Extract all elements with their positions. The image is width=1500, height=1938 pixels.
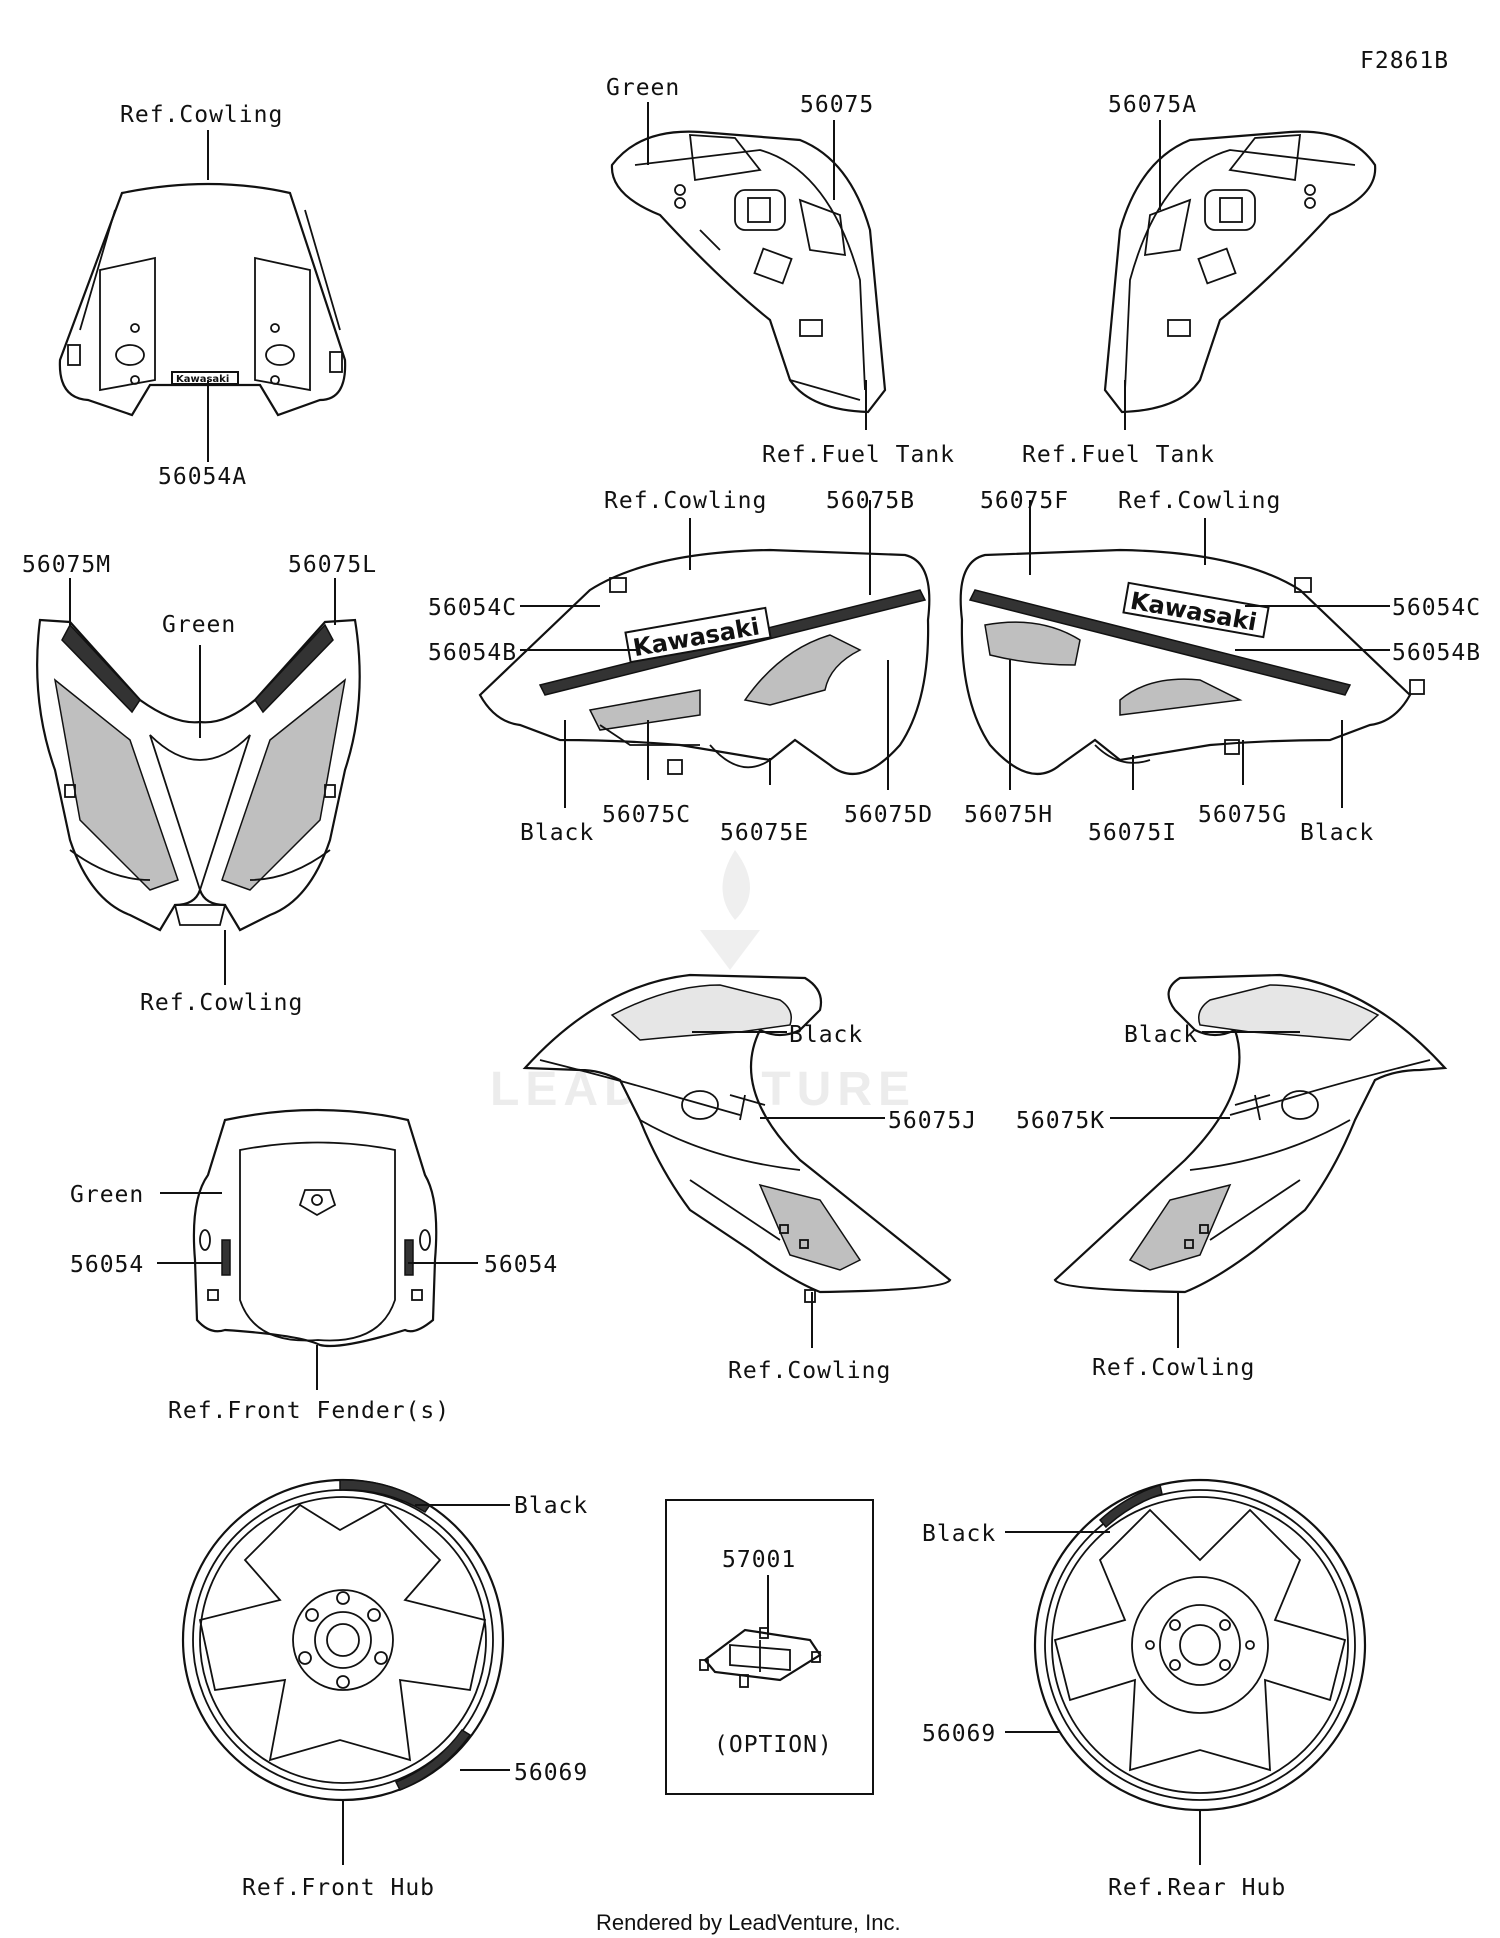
side-right-g-label: 56075G: [1198, 802, 1287, 828]
front-cowl-ref-label: Ref.Cowling: [140, 990, 303, 1016]
lower-left-part-label: 56075J: [888, 1108, 977, 1134]
front-cowl-part: [36, 618, 361, 932]
rear-wheel-color-label: Black: [922, 1521, 996, 1547]
side-right-h-label: 56075H: [964, 802, 1053, 828]
lower-left-color-label: Black: [789, 1022, 863, 1048]
fender-ref-label: Ref.Front Fender(s): [168, 1398, 450, 1424]
front-wheel-part: [181, 1478, 505, 1802]
rear-wheel-part-label: 56069: [922, 1721, 996, 1747]
rear-wheel-part: [1033, 1478, 1367, 1812]
windshield-logo: Kawasaki: [176, 374, 229, 385]
side-right-color-label: Black: [1300, 820, 1374, 846]
lower-right-color-label: Black: [1124, 1022, 1198, 1048]
side-cowl-left-part: Kawasaki: [478, 548, 931, 775]
tank-left-color-label: Green: [606, 75, 680, 101]
fuel-tank-left-part: [610, 130, 887, 414]
windshield-part: Kawasaki: [58, 182, 347, 417]
front-cowl-left-part-label: 56075M: [22, 552, 111, 578]
fender-color-label: Green: [70, 1182, 144, 1208]
figure-code: F2861B: [1360, 48, 1449, 74]
windshield-part-label: 56054A: [158, 464, 247, 490]
side-left-ref-label: Ref.Cowling: [604, 488, 767, 514]
tank-right-part-label: 56075A: [1108, 92, 1197, 118]
lower-left-ref-label: Ref.Cowling: [728, 1358, 891, 1384]
front-wheel-ref-label: Ref.Front Hub: [242, 1875, 435, 1901]
side-left-b-label: 56054B: [428, 640, 517, 666]
side-right-i-label: 56075I: [1088, 820, 1177, 846]
front-cowl-color-label: Green: [162, 612, 236, 638]
tank-left-part-label: 56075: [800, 92, 874, 118]
option-part-label: 57001: [722, 1547, 796, 1573]
side-left-color-label: Black: [520, 820, 594, 846]
windshield-ref-label: Ref.Cowling: [120, 102, 283, 128]
side-left-e-label: 56075E: [720, 820, 809, 846]
option-box: [665, 1499, 874, 1795]
side-right-b-label: 56054B: [1392, 640, 1481, 666]
tank-left-ref-label: Ref.Fuel Tank: [762, 442, 955, 468]
fender-right-part-label: 56054: [484, 1252, 558, 1278]
side-cowl-right-part: Kawasaki: [959, 548, 1425, 775]
fender-left-part-label: 56054: [70, 1252, 144, 1278]
side-left-top-part-label: 56075B: [826, 488, 915, 514]
side-right-top-part-label: 56075F: [980, 488, 1069, 514]
side-right-ref-label: Ref.Cowling: [1118, 488, 1281, 514]
lower-right-part-label: 56075K: [1016, 1108, 1105, 1134]
side-left-c-label: 56054C: [428, 595, 517, 621]
lower-right-ref-label: Ref.Cowling: [1092, 1355, 1255, 1381]
rear-wheel-ref-label: Ref.Rear Hub: [1108, 1875, 1286, 1901]
side-left-d-label: 56075D: [844, 802, 933, 828]
side-left-c2-label: 56075C: [602, 802, 691, 828]
front-cowl-right-part-label: 56075L: [288, 552, 377, 578]
option-note-label: (OPTION): [714, 1732, 833, 1758]
footer-credit: Rendered by LeadVenture, Inc.: [596, 1910, 901, 1935]
lower-cowl-left-part: [522, 973, 952, 1303]
front-wheel-color-label: Black: [514, 1493, 588, 1519]
tank-right-ref-label: Ref.Fuel Tank: [1022, 442, 1215, 468]
front-fender-part: [192, 1108, 438, 1348]
fuel-tank-right-part: [1103, 130, 1377, 414]
lower-cowl-right-part: [1053, 973, 1448, 1294]
side-right-c-label: 56054C: [1392, 595, 1481, 621]
front-wheel-part-label: 56069: [514, 1760, 588, 1786]
